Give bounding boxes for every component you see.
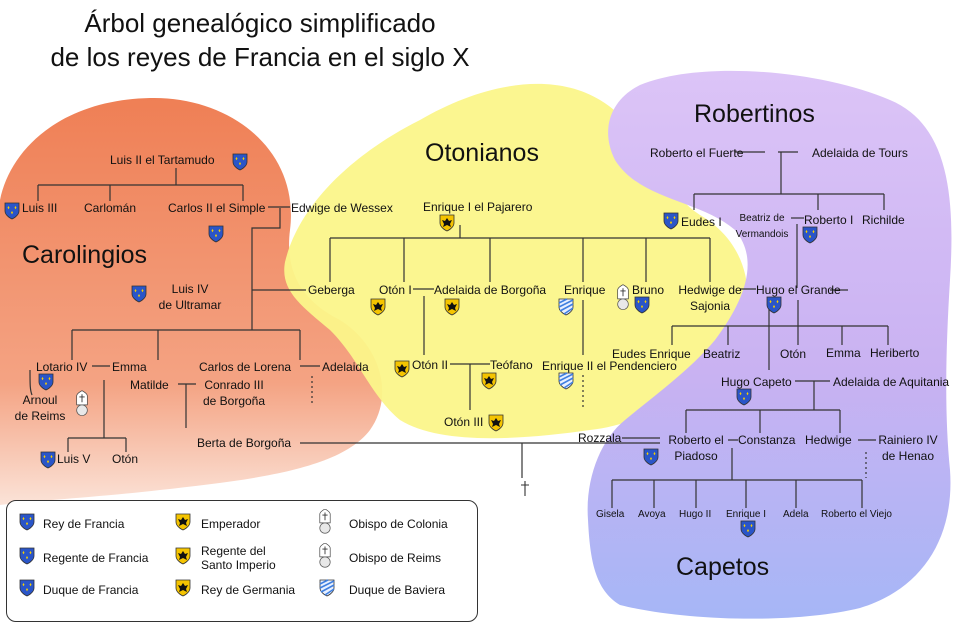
dagger-cross-icon [521, 481, 529, 496]
person-hedwige-line2: Sajonia [689, 299, 731, 313]
imperial-eagle-shield-icon [175, 513, 191, 531]
person-teofano: Teófano [490, 358, 533, 372]
person-luis4-line2: de Ultramar [158, 298, 222, 312]
person-carlos-lorena: Carlos de Lorena [199, 360, 292, 374]
person-heriberto: Heriberto [870, 346, 920, 360]
person-rainiero-line2: de Henao [881, 449, 935, 463]
person-arnoul-line2: de Reims [14, 409, 66, 423]
person-enrique-capeto: Enrique I [726, 509, 767, 520]
person-constanza: Constanza [738, 433, 796, 447]
person-arnoul: Arnoul de Reims [4, 393, 76, 423]
person-roberto-fuerte: Roberto el Fuerte [650, 146, 744, 160]
person-eudes-enrique: Eudes Enrique [612, 347, 691, 361]
bishop-mitre-icon [317, 543, 333, 569]
group-label-otonianos: Otonianos [425, 139, 539, 167]
person-conrado: Conrado III de Borgoña [192, 378, 276, 408]
person-richilde: Richilde [862, 213, 905, 227]
person-roberto-piadoso-line1: Roberto el [668, 433, 724, 447]
legend-duque-francia: Duque de Francia [43, 583, 139, 597]
person-bruno: Bruno [632, 283, 665, 297]
group-label-robertinos: Robertinos [694, 100, 815, 128]
legend-rey-germania: Rey de Germania [201, 583, 296, 597]
legend-emperador: Emperador [201, 517, 261, 531]
person-edwige: Edwige de Wessex [291, 201, 393, 215]
person-emma1: Emma [112, 360, 147, 374]
legend-regente-imperio: Regente del Santo Imperio [201, 544, 276, 572]
title-line-1: Árbol genealógico simplificado [84, 8, 436, 38]
person-lotario: Lotario IV [36, 360, 88, 374]
person-enrique1: Enrique I el Pajarero [423, 200, 533, 214]
person-luis5: Luis V [57, 452, 91, 466]
legend-regente-francia: Regente de Francia [43, 551, 149, 565]
person-luis2: Luis II el Tartamudo [110, 153, 215, 167]
person-matilde: Matilde [130, 378, 169, 392]
diagram-title: Árbol genealógico simplificado [0, 6, 520, 40]
person-enrique2: Enrique II el Pendenciero [542, 359, 677, 373]
bishop-mitre-icon [317, 509, 333, 535]
legend: Rey de Francia Regente de Francia Duque … [6, 500, 478, 622]
person-rozzala: Rozzala [578, 431, 622, 445]
person-arnoul-line1: Arnoul [22, 393, 58, 407]
bavaria-lozenge-shield-icon [319, 579, 335, 597]
person-oton-c: Otón [112, 452, 139, 466]
person-oton1: Otón I [379, 283, 412, 297]
person-hugo2: Hugo II [679, 509, 712, 520]
person-adelaida-borgona: Adelaida de Borgoña [434, 283, 547, 297]
person-rainiero: Rainiero IV de Henao [872, 433, 944, 463]
person-hedwige-line1: Hedwige de [678, 283, 742, 297]
carolingios-region [0, 97, 383, 505]
legend-regente-imperio-line2: Santo Imperio [201, 558, 276, 572]
fleur-de-lis-shield-icon [19, 547, 35, 565]
person-adelaida-aquitania: Adelaida de Aquitania [833, 375, 950, 389]
person-hedwige2: Hedwige [805, 433, 852, 447]
person-roberto1: Roberto I [804, 213, 854, 227]
group-label-carolingios: Carolingios [22, 241, 148, 269]
person-berta: Berta de Borgoña [197, 436, 292, 450]
person-emma2: Emma [826, 346, 861, 360]
person-carloman: Carlomán [84, 201, 137, 215]
person-conrado-line1: Conrado III [204, 378, 264, 392]
fleur-de-lis-shield-icon [19, 513, 35, 531]
person-beatriz-vermandois-line2: Vermandois [735, 229, 789, 240]
fleur-de-lis-shield-icon [19, 579, 35, 597]
person-luis4-line1: Luis IV [171, 282, 209, 296]
person-roberto-viejo: Roberto el Viejo [821, 509, 892, 520]
person-carlos2: Carlos II el Simple [168, 201, 266, 215]
person-oton-r: Otón [780, 347, 807, 361]
person-hugo-grande: Hugo el Grande [756, 283, 841, 297]
imperial-eagle-shield-icon [175, 579, 191, 597]
person-beatriz-vermandois-line1: Beatriz de [739, 213, 785, 224]
person-eudes1: Eudes I [681, 215, 722, 229]
legend-obispo-reims: Obispo de Reims [349, 551, 442, 565]
person-enrique-o: Enrique [564, 283, 606, 297]
imperial-eagle-shield-icon [175, 547, 191, 565]
diagram-subtitle: de los reyes de Francia en el siglo X [0, 40, 520, 74]
legend-obispo-colonia: Obispo de Colonia [349, 517, 448, 531]
person-adelaida-tours: Adelaida de Tours [812, 146, 908, 160]
person-conrado-line2: de Borgoña [202, 394, 266, 408]
person-luis4: Luis IV de Ultramar [150, 282, 230, 312]
person-beatriz-vermandois: Beatriz de Vermandois [730, 212, 794, 242]
legend-duque-baviera: Duque de Baviera [349, 583, 446, 597]
person-oton3: Otón III [444, 415, 484, 429]
person-roberto-piadoso: Roberto el Piadoso [660, 433, 732, 463]
person-adelaida1: Adelaida [322, 360, 369, 374]
person-hugo-capeto: Hugo Capeto [721, 375, 792, 389]
person-avoya: Avoya [638, 509, 666, 520]
person-oton2: Otón II [412, 358, 449, 372]
person-rainiero-line1: Rainiero IV [878, 433, 938, 447]
person-gisela: Gisela [596, 509, 625, 520]
legend-rey-francia: Rey de Francia [43, 517, 125, 531]
person-luis3: Luis III [22, 201, 58, 215]
group-label-capetos: Capetos [676, 553, 770, 581]
person-adela: Adela [783, 509, 809, 520]
legend-regente-imperio-line1: Regente del [201, 544, 266, 558]
person-roberto-piadoso-line2: Piadoso [674, 449, 718, 463]
title-line-2: de los reyes de Francia en el siglo X [50, 42, 470, 72]
person-beatriz: Beatriz [703, 347, 741, 361]
person-hedwige: Hedwige de Sajonia [672, 283, 748, 313]
person-gerberga: Geberga [308, 283, 355, 297]
